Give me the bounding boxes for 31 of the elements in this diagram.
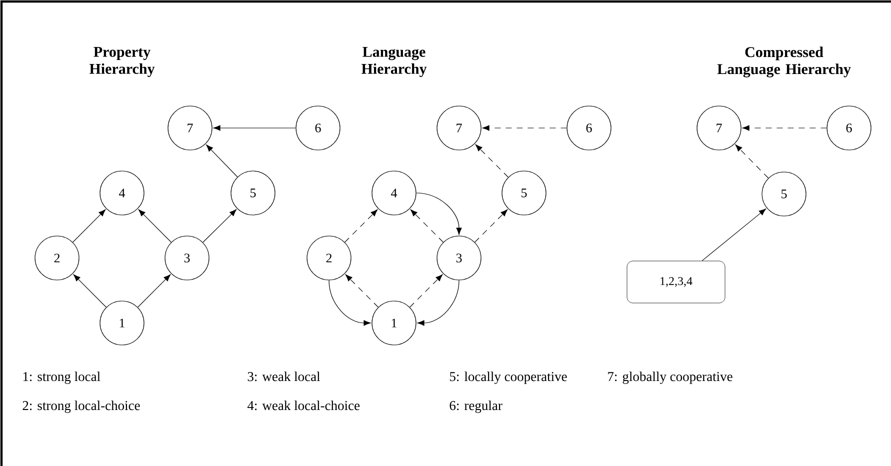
legend-text: 4: weak local-choice bbox=[247, 400, 360, 410]
arrow bbox=[475, 144, 509, 178]
legend-text: 6: regular bbox=[450, 400, 502, 413]
arrow bbox=[138, 209, 172, 243]
arrow bbox=[73, 274, 107, 308]
panel-heading: Language Hierarchy bbox=[361, 46, 427, 78]
arrow bbox=[416, 192, 462, 235]
arrow bbox=[410, 209, 444, 243]
arrow bbox=[344, 209, 378, 243]
arrow bbox=[202, 209, 237, 243]
arrow bbox=[72, 209, 106, 243]
arrow bbox=[735, 144, 769, 178]
legend-text: 7: globally cooperative bbox=[608, 372, 732, 384]
legend-text: 2: strong local-choice bbox=[22, 400, 140, 413]
arrow bbox=[328, 280, 371, 326]
arrow bbox=[213, 125, 296, 131]
panel-heading: Property Hierarchy bbox=[89, 46, 155, 78]
panel-heading: Compressed Language Hierarchy bbox=[717, 46, 851, 78]
rounded-box: 1,2,3,4 bbox=[626, 260, 726, 304]
arrow bbox=[409, 274, 443, 308]
legend-text: 5: locally cooperative bbox=[450, 372, 567, 384]
arrow bbox=[742, 125, 827, 131]
arrow bbox=[206, 144, 238, 178]
arrow bbox=[137, 274, 171, 308]
legend-text: 3: weak local bbox=[248, 372, 320, 382]
legend-text: 1: strong local bbox=[23, 372, 100, 384]
arrow bbox=[482, 125, 567, 131]
arrow bbox=[345, 274, 379, 308]
arrow bbox=[417, 280, 460, 326]
arrow bbox=[702, 208, 766, 262]
arrow bbox=[474, 209, 508, 243]
